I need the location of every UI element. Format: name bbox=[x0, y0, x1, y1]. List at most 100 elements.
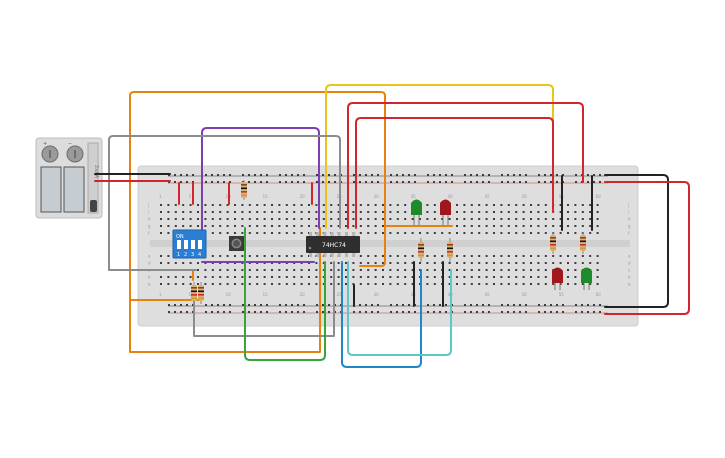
breadboard-hole bbox=[359, 283, 362, 285]
breadboard-hole bbox=[550, 311, 552, 313]
wire-red-1[interactable] bbox=[347, 102, 584, 229]
wire-rail-red[interactable] bbox=[604, 181, 690, 315]
breadboard-column-number: 55 bbox=[559, 292, 565, 297]
resistor[interactable] bbox=[241, 180, 247, 200]
breadboard-hole bbox=[367, 225, 370, 227]
led-2[interactable] bbox=[440, 199, 451, 226]
breadboard-hole bbox=[445, 304, 447, 306]
resistor[interactable] bbox=[550, 232, 556, 254]
ic-pin bbox=[337, 232, 341, 236]
breadboard-hole bbox=[544, 304, 546, 306]
breadboard-hole bbox=[426, 276, 429, 278]
breadboard-hole bbox=[456, 232, 458, 234]
breadboard-hole bbox=[544, 204, 547, 206]
wire-rail-black[interactable] bbox=[604, 174, 669, 308]
breadboard-hole bbox=[174, 218, 177, 220]
breadboard-hole bbox=[456, 269, 458, 271]
led-3[interactable] bbox=[552, 267, 563, 291]
breadboard-hole bbox=[550, 174, 552, 176]
wire-purple[interactable] bbox=[201, 127, 320, 263]
breadboard-hole bbox=[241, 255, 244, 257]
resistor[interactable] bbox=[198, 282, 204, 304]
breadboard-hole bbox=[522, 276, 525, 278]
breadboard-hole bbox=[478, 269, 481, 271]
breadboard-row-letter: g bbox=[628, 224, 631, 229]
breadboard-hole bbox=[500, 211, 503, 213]
breadboard-hole bbox=[463, 232, 466, 234]
breadboard-hole bbox=[522, 269, 525, 271]
breadboard-hole bbox=[167, 218, 170, 220]
breadboard-hole bbox=[530, 269, 532, 271]
breadboard-hole bbox=[599, 311, 601, 313]
breadboard-hole bbox=[242, 304, 244, 306]
wire-teal[interactable] bbox=[347, 261, 452, 356]
breadboard-hole bbox=[337, 269, 340, 271]
breadboard-hole bbox=[408, 181, 410, 183]
breadboard-hole bbox=[374, 204, 377, 206]
breadboard-hole bbox=[285, 211, 288, 213]
breadboard-row-letter: e bbox=[628, 254, 631, 259]
breadboard-hole bbox=[463, 276, 466, 278]
breadboard-hole bbox=[500, 283, 503, 285]
breadboard-row-letter: h bbox=[148, 217, 151, 222]
breadboard-hole bbox=[544, 311, 546, 313]
breadboard-hole bbox=[278, 283, 281, 285]
breadboard-hole bbox=[507, 276, 510, 278]
breadboard-hole bbox=[507, 262, 510, 264]
breadboard-hole bbox=[226, 204, 229, 206]
breadboard-hole bbox=[482, 181, 484, 183]
breadboard-hole bbox=[293, 269, 296, 271]
breadboard-hole bbox=[279, 181, 281, 183]
breadboard-hole bbox=[513, 304, 515, 306]
breadboard-hole bbox=[470, 174, 472, 176]
breadboard-hole bbox=[271, 255, 273, 257]
breadboard-hole bbox=[345, 225, 347, 227]
breadboard-hole bbox=[352, 283, 355, 285]
breadboard-hole bbox=[197, 276, 199, 278]
battery-pack[interactable]: + − 2xAA bbox=[35, 137, 103, 219]
breadboard-hole bbox=[367, 276, 370, 278]
breadboard-hole bbox=[522, 211, 525, 213]
breadboard-hole bbox=[374, 262, 377, 264]
resistor[interactable] bbox=[418, 238, 424, 262]
wire-gray[interactable] bbox=[108, 135, 341, 337]
breadboard-hole bbox=[556, 174, 558, 176]
breadboard-hole bbox=[345, 262, 347, 264]
dip-switch[interactable]: ON 1 2 3 4 bbox=[172, 229, 207, 259]
resistor[interactable] bbox=[580, 232, 586, 254]
breadboard-hole bbox=[271, 211, 273, 213]
resistor[interactable] bbox=[191, 282, 197, 304]
breadboard-hole bbox=[322, 225, 325, 227]
ic-label: 74HC74 bbox=[322, 242, 346, 249]
breadboard-hole bbox=[567, 262, 569, 264]
breadboard-hole bbox=[293, 218, 296, 220]
breadboard-hole bbox=[433, 204, 436, 206]
breadboard-hole bbox=[433, 304, 435, 306]
ic-74hc74[interactable]: 74HC74 bbox=[306, 232, 360, 257]
breadboard-hole bbox=[575, 311, 577, 313]
wire-orange-outer[interactable] bbox=[129, 91, 386, 353]
breadboard-hole bbox=[567, 255, 569, 257]
breadboard-hole bbox=[501, 181, 503, 183]
led-1[interactable] bbox=[411, 199, 422, 226]
breadboard-hole bbox=[303, 181, 305, 183]
breadboard-hole bbox=[279, 304, 281, 306]
led-4[interactable] bbox=[581, 267, 592, 291]
breadboard-column-number: 45 bbox=[485, 194, 491, 199]
wire-red-2[interactable] bbox=[355, 117, 554, 229]
wire-blue[interactable] bbox=[341, 261, 422, 368]
breadboard-column-number: 60 bbox=[596, 292, 602, 297]
breadboard-hole bbox=[596, 283, 599, 285]
breadboard-hole bbox=[515, 218, 518, 220]
breadboard-hole bbox=[160, 232, 162, 234]
breadboard-hole bbox=[330, 269, 333, 271]
wire-yellow[interactable] bbox=[325, 84, 554, 229]
breadboard-hole bbox=[485, 232, 488, 234]
breadboard-hole bbox=[359, 218, 362, 220]
push-button[interactable] bbox=[229, 236, 244, 251]
breadboard-hole bbox=[293, 225, 296, 227]
breadboard-hole bbox=[271, 232, 273, 234]
ic-pin bbox=[309, 232, 312, 236]
wire-green[interactable] bbox=[244, 227, 326, 361]
resistor[interactable] bbox=[447, 238, 453, 262]
